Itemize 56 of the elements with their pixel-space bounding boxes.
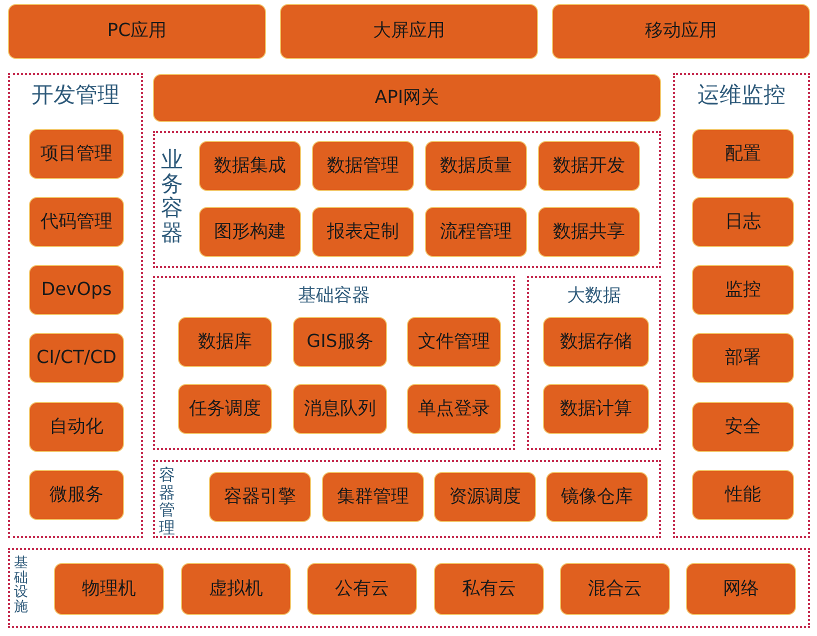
module-box: 数据共享 [538,207,640,257]
module-box: 任务调度 [178,384,272,434]
module-box: 配置 [692,129,794,179]
module-box: 物理机 [54,563,164,615]
module-box: 集群管理 [322,472,424,522]
group-heading: 业务容器 [161,149,183,246]
group-heading: 大数据 [566,284,622,308]
group-heading: 容器管理 [159,466,175,536]
module-box: 数据存储 [543,317,649,367]
group-heading: 基础容器 [297,284,371,308]
module-box: 报表定制 [312,207,414,257]
module-box: 代码管理 [29,197,124,247]
module-box: 数据集成 [199,141,301,191]
module-box: 容器引擎 [209,472,311,522]
module-box: 私有云 [434,563,544,615]
module-box: 资源调度 [434,472,536,522]
module-box: 性能 [692,470,794,520]
module-box: 网络 [686,563,796,615]
group-heading: 运维监控 [696,82,786,110]
module-box: 数据计算 [543,384,649,434]
module-box: 图形构建 [199,207,301,257]
module-box: 文件管理 [407,317,501,367]
module-box: 虚拟机 [181,563,291,615]
group-heading: 开发管理 [30,82,120,110]
module-box: 大屏应用 [280,4,538,59]
module-box: 混合云 [560,563,670,615]
module-box: 数据质量 [425,141,527,191]
module-box: 公有云 [307,563,417,615]
module-box: 数据管理 [312,141,414,191]
module-box: API网关 [153,74,661,122]
module-box: 消息队列 [293,384,387,434]
module-box: 自动化 [29,402,124,452]
dashed-group-frame [8,548,810,628]
module-box: 镜像仓库 [546,472,648,522]
module-box: 微服务 [29,470,124,520]
module-box: 数据库 [178,317,272,367]
dashed-group-frame [153,276,515,450]
dashed-group-frame [153,460,661,538]
dashed-group-frame [8,73,143,538]
module-box: PC应用 [8,4,266,59]
module-box: 流程管理 [425,207,527,257]
module-box: 部署 [692,333,794,383]
module-box: 日志 [692,197,794,247]
module-box: DevOps [29,265,124,315]
module-box: GIS服务 [293,317,387,367]
module-box: 安全 [692,402,794,452]
dashed-group-frame [153,131,661,268]
module-box: 监控 [692,265,794,315]
dashed-group-frame [527,276,661,450]
module-box: CI/CT/CD [29,333,124,383]
module-box: 数据开发 [538,141,640,191]
group-heading: 基础设施 [14,556,28,615]
module-box: 移动应用 [552,4,810,59]
dashed-group-frame [673,73,810,538]
module-box: 单点登录 [407,384,501,434]
module-box: 项目管理 [29,129,124,179]
